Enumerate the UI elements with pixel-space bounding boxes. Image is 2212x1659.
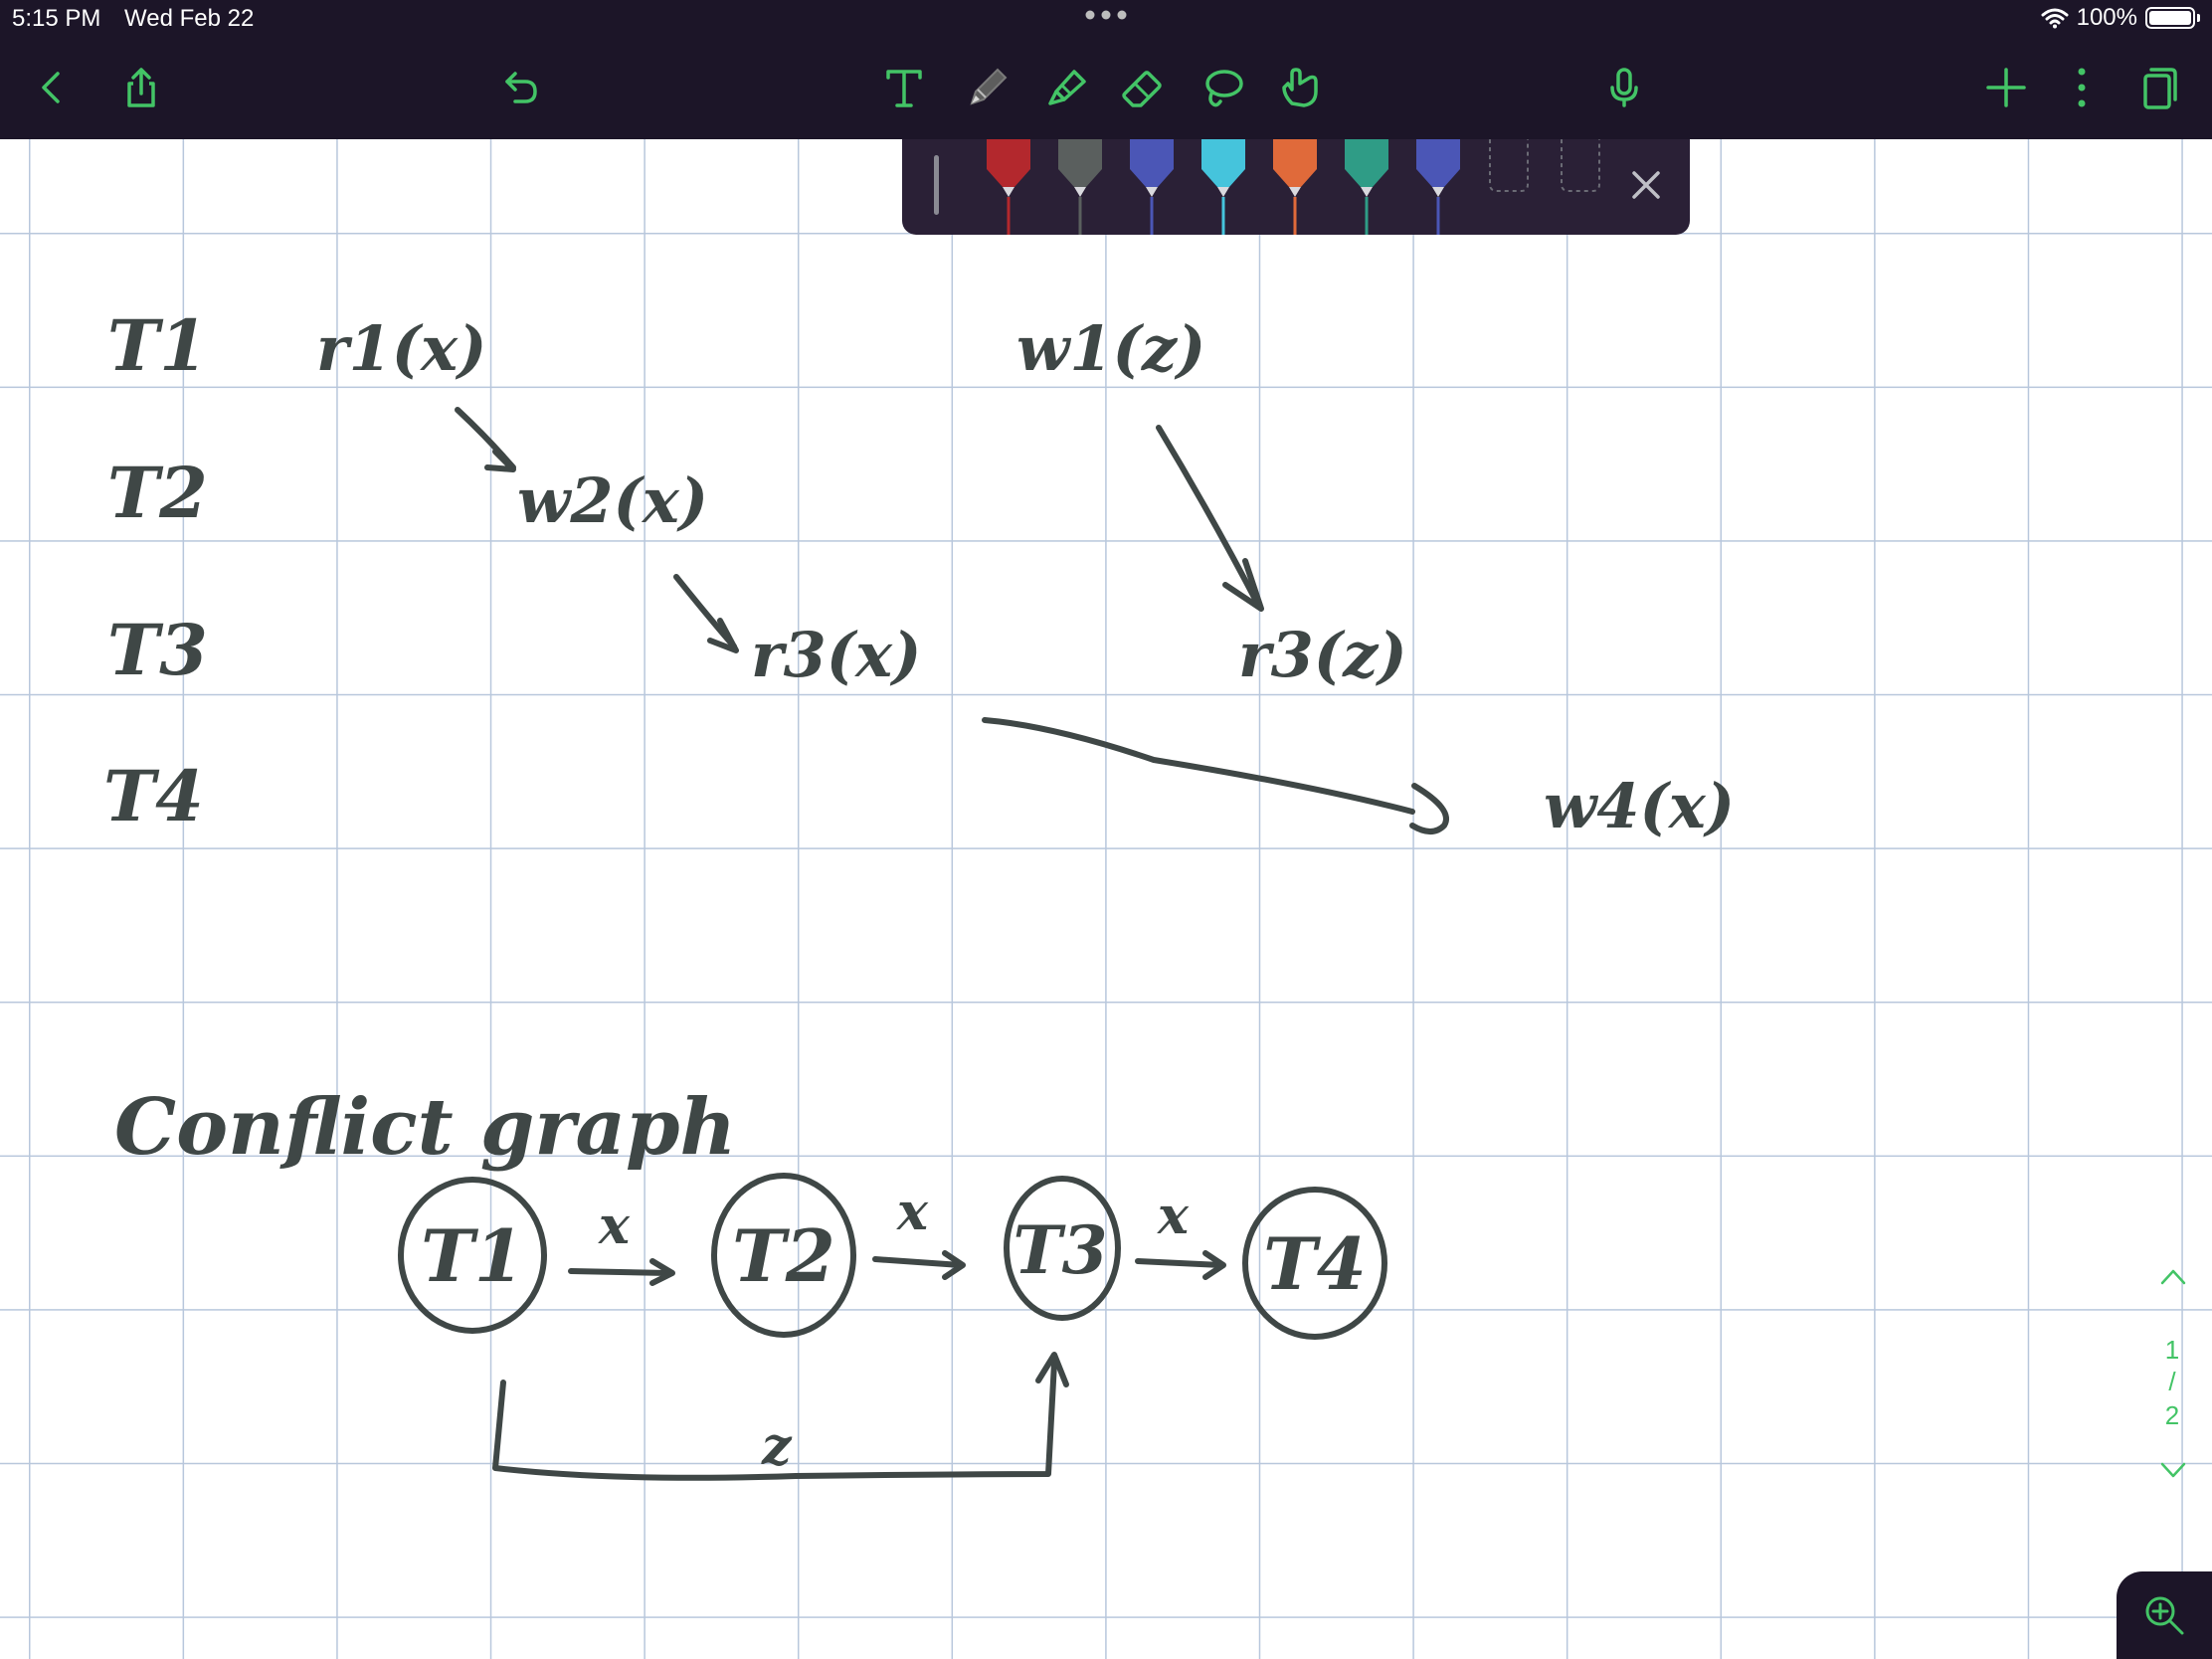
eraser-tool-icon bbox=[1122, 71, 1162, 107]
edge-t1-t3-z bbox=[492, 1360, 1057, 1481]
zoom-button[interactable] bbox=[2117, 1571, 2212, 1659]
node-t3-circle bbox=[1004, 1176, 1121, 1321]
zoom-in-icon bbox=[2145, 1596, 2184, 1635]
node-t1-label: T1 bbox=[421, 1213, 524, 1298]
note-canvas[interactable]: T1 T2 T3 T4 r1(x) w2(x) r3(x) w1(z) r3(z… bbox=[0, 139, 2212, 1659]
arrowhead-r1-to-w2 bbox=[484, 449, 516, 472]
row-label-t4: T4 bbox=[103, 755, 204, 837]
edge-t1-t3-z-head bbox=[1035, 1352, 1069, 1387]
toolbar bbox=[0, 38, 2212, 139]
battery-percent: 100% bbox=[2076, 4, 2137, 31]
undo-icon bbox=[505, 72, 537, 103]
op-w2x: w2(x) bbox=[517, 464, 708, 537]
text-tool-button[interactable] bbox=[876, 60, 932, 115]
op-r3z: r3(z) bbox=[1238, 619, 1407, 691]
pages-button[interactable] bbox=[2131, 60, 2187, 115]
green-highlighter[interactable] bbox=[1345, 139, 1388, 235]
more-button[interactable] bbox=[2054, 60, 2110, 115]
op-w4x: w4(x) bbox=[1544, 770, 1735, 842]
battery-icon bbox=[2145, 7, 2195, 29]
edge-label-t1-t2: x bbox=[598, 1196, 631, 1256]
hand-tool-button[interactable] bbox=[1272, 60, 1328, 115]
edge-label-t2-t3: x bbox=[896, 1182, 929, 1242]
share-button[interactable] bbox=[113, 60, 169, 115]
edge-t2-t3-head bbox=[942, 1250, 966, 1280]
more-icon bbox=[2078, 68, 2086, 107]
wifi-icon bbox=[2041, 8, 2069, 29]
page-navigator: 1 / 2 bbox=[2146, 1263, 2212, 1502]
eraser-tool-button[interactable] bbox=[1115, 60, 1171, 115]
back-button[interactable] bbox=[24, 60, 80, 115]
arrowhead-w2-to-r3 bbox=[707, 618, 739, 653]
pages-icon bbox=[2143, 68, 2177, 109]
empty-pen-slot[interactable] bbox=[1561, 139, 1600, 192]
pen-tray bbox=[902, 139, 1690, 235]
add-page-icon bbox=[1986, 68, 2026, 107]
edge-t1-t2-head bbox=[649, 1258, 675, 1286]
undo-button[interactable] bbox=[493, 60, 549, 115]
red-pen[interactable] bbox=[987, 139, 1030, 235]
microphone-button[interactable] bbox=[1596, 60, 1652, 115]
pen-tool-icon bbox=[970, 68, 1008, 105]
node-t2-circle bbox=[711, 1173, 856, 1338]
page-down-icon[interactable] bbox=[2160, 1462, 2186, 1480]
page-up-icon[interactable] bbox=[2160, 1267, 2186, 1285]
edge-label-t1-t3: z bbox=[761, 1416, 793, 1477]
back-icon bbox=[42, 72, 60, 103]
empty-pen-slot[interactable] bbox=[1489, 139, 1529, 192]
lasso-tool-icon bbox=[1205, 70, 1243, 107]
blue-pen[interactable] bbox=[1130, 139, 1174, 235]
arrow-w1-to-r3z bbox=[1156, 425, 1262, 610]
row-label-t1: T1 bbox=[107, 304, 208, 387]
page-current: 1 bbox=[2164, 1335, 2180, 1365]
status-bar: 5:15 PM Wed Feb 22 100% bbox=[0, 0, 2212, 38]
add-page-button[interactable] bbox=[1978, 60, 2034, 115]
edge-t2-t3 bbox=[872, 1256, 964, 1268]
node-t4-circle bbox=[1242, 1187, 1387, 1340]
lasso-tool-button[interactable] bbox=[1195, 60, 1250, 115]
op-w1z: w1(z) bbox=[1016, 312, 1205, 385]
share-icon bbox=[127, 68, 155, 107]
edge-t3-t4-head bbox=[1202, 1250, 1226, 1280]
op-r3x: r3(x) bbox=[751, 619, 921, 691]
row-label-t3: T3 bbox=[107, 609, 208, 691]
highlighter-tool-icon bbox=[1048, 70, 1086, 105]
close-icon[interactable] bbox=[1626, 165, 1666, 205]
indigo-pen[interactable] bbox=[1416, 139, 1460, 235]
multitasking-dots-icon[interactable] bbox=[1082, 8, 1130, 22]
arrowhead-w1-to-r3z bbox=[1222, 558, 1264, 612]
text-tool-icon bbox=[886, 70, 922, 107]
node-t4-label: T4 bbox=[1263, 1221, 1367, 1306]
hand-tool-icon bbox=[1282, 68, 1318, 107]
arrowhead-r3x-to-w4 bbox=[1409, 783, 1449, 834]
op-r1x: r1(x) bbox=[316, 312, 486, 385]
edge-t3-t4 bbox=[1135, 1258, 1224, 1268]
pens bbox=[987, 139, 1600, 235]
edge-t1-t2 bbox=[568, 1268, 671, 1276]
edge-label-t3-t4: x bbox=[1157, 1186, 1190, 1246]
highlighter-tool-button[interactable] bbox=[1038, 60, 1094, 115]
node-t1-circle bbox=[398, 1177, 547, 1334]
microphone-icon bbox=[1610, 68, 1638, 107]
orange-pen[interactable] bbox=[1273, 139, 1317, 235]
status-time: 5:15 PM bbox=[12, 5, 101, 32]
node-t3-label: T3 bbox=[1013, 1211, 1107, 1289]
node-t2-label: T2 bbox=[732, 1213, 835, 1298]
gray-pen[interactable] bbox=[1058, 139, 1102, 235]
status-date: Wed Feb 22 bbox=[124, 5, 255, 32]
page-total: 2 bbox=[2164, 1400, 2180, 1430]
graph-title: Conflict graph bbox=[114, 1082, 736, 1173]
pen-tool-button[interactable] bbox=[960, 60, 1015, 115]
row-label-t2: T2 bbox=[107, 452, 208, 534]
cyan-pen[interactable] bbox=[1201, 139, 1245, 235]
page-separator: / bbox=[2168, 1367, 2176, 1396]
battery-tip bbox=[2197, 14, 2200, 22]
arrow-r3x-to-w4 bbox=[982, 717, 1415, 815]
tray-handle[interactable] bbox=[934, 155, 939, 215]
handwriting-layer: T1 T2 T3 T4 r1(x) w2(x) r3(x) w1(z) r3(z… bbox=[103, 304, 1735, 1481]
